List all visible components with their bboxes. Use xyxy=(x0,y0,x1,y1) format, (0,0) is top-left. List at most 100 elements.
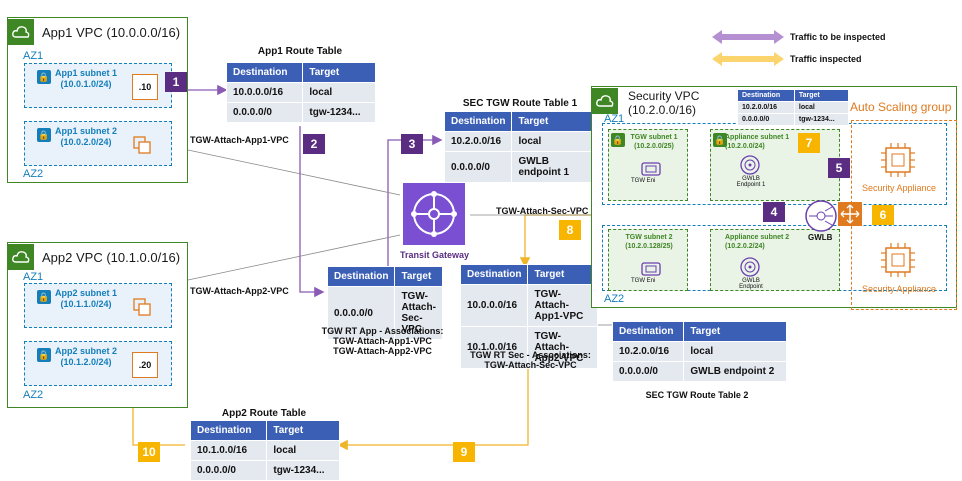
attach-app1-label: TGW-Attach-App1-VPC xyxy=(190,135,289,145)
subnet-cidr: (10.2.0.0/25) xyxy=(634,143,674,150)
sec-az2-label: AZ2 xyxy=(604,293,625,305)
lock-icon: 🔒 xyxy=(37,348,51,362)
lock-icon: 🔒 xyxy=(37,290,51,304)
col-target: Target xyxy=(511,111,594,132)
cell: 10.0.0.0/16 xyxy=(225,82,304,103)
col-destination: Destination xyxy=(611,321,685,342)
tgw-rt-sec-caption: TGW RT Sec - Associations: TGW-Attach-Se… xyxy=(458,350,603,370)
col-target: Target xyxy=(527,264,598,285)
title-line: (10.2.0.0/16) xyxy=(628,103,697,117)
cell: tgw-1234... xyxy=(302,102,376,123)
cell: 0.0.0.0/0 xyxy=(189,460,268,481)
gwlb-label: GWLB xyxy=(808,233,833,242)
app2-az2-label: AZ2 xyxy=(23,389,44,401)
transit-gateway-icon[interactable] xyxy=(403,183,465,245)
step-1-badge: 1 xyxy=(165,72,187,92)
subnet-name: Appliance subnet 1 xyxy=(725,134,790,141)
col-destination: Destination xyxy=(189,420,268,441)
title-line: Security VPC xyxy=(628,89,700,103)
cell: tgw-1234... xyxy=(266,460,340,481)
label-line: Endpoint 1 xyxy=(736,182,766,188)
app1-vpc-title: App1 VPC (10.0.0.0/16) xyxy=(42,24,181,40)
app2-vpc-title: App2 VPC (10.1.0.0/16) xyxy=(42,249,181,265)
legend-yellow-arrow xyxy=(712,52,784,66)
ec2-group-icon xyxy=(133,136,151,154)
ec2-instance-icon[interactable]: .10 xyxy=(132,74,158,100)
gwlb-endpoint-icon[interactable] xyxy=(739,154,761,176)
asg-scaling-icon xyxy=(838,202,862,226)
app1-subnet1-name: App1 subnet 1 xyxy=(55,68,118,78)
gwlb-endpoint-icon[interactable] xyxy=(739,256,761,278)
caption-line: TGW RT App - Associations: xyxy=(321,326,444,336)
sec-az1-label: AZ1 xyxy=(604,113,625,125)
cell: 10.2.0.0/16 xyxy=(611,341,685,362)
cell: local xyxy=(511,131,594,152)
app2-subnet1-name: App2 subnet 1 xyxy=(55,288,118,298)
col-destination: Destination xyxy=(326,266,396,287)
chip-icon[interactable] xyxy=(878,240,918,280)
cell: 0.0.0.0/0 xyxy=(326,286,396,340)
col-target: Target xyxy=(266,420,340,441)
app2-subnet2-name: App2 subnet 2 xyxy=(55,346,118,356)
eni-icon[interactable] xyxy=(641,262,661,276)
col-target: Target xyxy=(394,266,443,287)
subnet-name: TGW subnet 1 xyxy=(630,134,678,141)
step-8-badge: 8 xyxy=(559,220,581,240)
app2-vpc: App2 VPC (10.1.0.0/16) AZ1 🔒 App2 subnet… xyxy=(7,242,188,408)
security-appliance-1-label: Security Appliance xyxy=(862,183,937,193)
label-line: GWLB xyxy=(742,176,760,182)
col-target: Target xyxy=(302,62,376,83)
col-target: Target xyxy=(683,321,787,342)
vpc-cloud-icon xyxy=(8,19,34,45)
step-2-badge: 2 xyxy=(303,134,325,154)
app2-instance-ip: .20 xyxy=(138,360,152,370)
cell: 10.1.0.0/16 xyxy=(459,326,529,369)
step-6-badge: 6 xyxy=(872,205,894,225)
sec-tgw-rt1-title: SEC TGW Route Table 1 xyxy=(462,98,578,109)
tgw-rt-app-caption: TGW RT App - Associations: TGW-Attach-Ap… xyxy=(315,326,450,356)
label-line: Endpoint xyxy=(739,284,763,290)
label-line: GWLB xyxy=(742,278,760,284)
subnet-name: Appliance subnet 2 xyxy=(725,234,790,241)
app1-subnet2: 🔒 App1 subnet 2(10.0.2.0/24) xyxy=(24,121,172,166)
app1-az2-label: AZ2 xyxy=(23,168,44,180)
cell: 0.0.0.0/0 xyxy=(443,151,513,183)
cell: TGW-Attach-App1-VPC xyxy=(527,284,598,327)
app2-subnet1-cidr: (10.1.1.0/24) xyxy=(60,299,112,309)
cell: 10.1.0.0/16 xyxy=(189,440,268,461)
caption-line: TGW-Attach-App2-VPC xyxy=(333,346,432,356)
app2-subnet2: 🔒 App2 subnet 2(10.1.2.0/24) .20 xyxy=(24,341,172,386)
ec2-instance-icon[interactable]: .20 xyxy=(132,352,158,378)
path-step2 xyxy=(299,126,325,298)
lock-icon: 🔒 xyxy=(713,133,727,147)
tgw-subnet-1: 🔒 TGW subnet 1(10.2.0.0/25) TGW Eni xyxy=(608,129,688,201)
eni-icon[interactable] xyxy=(641,162,661,176)
step-10-badge: 10 xyxy=(138,442,160,462)
cell: 10.0.0.0/16 xyxy=(459,284,529,327)
cell: local xyxy=(683,341,787,362)
caption-line: TGW RT Sec - Associations: xyxy=(470,350,591,360)
attach-app2-label: TGW-Attach-App2-VPC xyxy=(190,286,289,296)
cell: 10.2.0.0/16 xyxy=(443,131,513,152)
chip-icon[interactable] xyxy=(878,140,918,180)
step-3-badge: 3 xyxy=(401,134,423,154)
subnet-cidr: (10.2.0.0/24) xyxy=(725,143,765,150)
security-vpc-title: Security VPC (10.2.0.0/16) xyxy=(628,89,699,117)
security-appliance-2-label: Security Appliance xyxy=(862,284,937,294)
tgw-subnet-2: TGW subnet 2(10.2.0.128/25) TGW Eni xyxy=(608,229,688,291)
app1-subnet2-name: App1 subnet 2 xyxy=(55,126,118,136)
ec2-group-icon xyxy=(133,298,151,316)
gwlb-icon[interactable] xyxy=(804,199,838,233)
